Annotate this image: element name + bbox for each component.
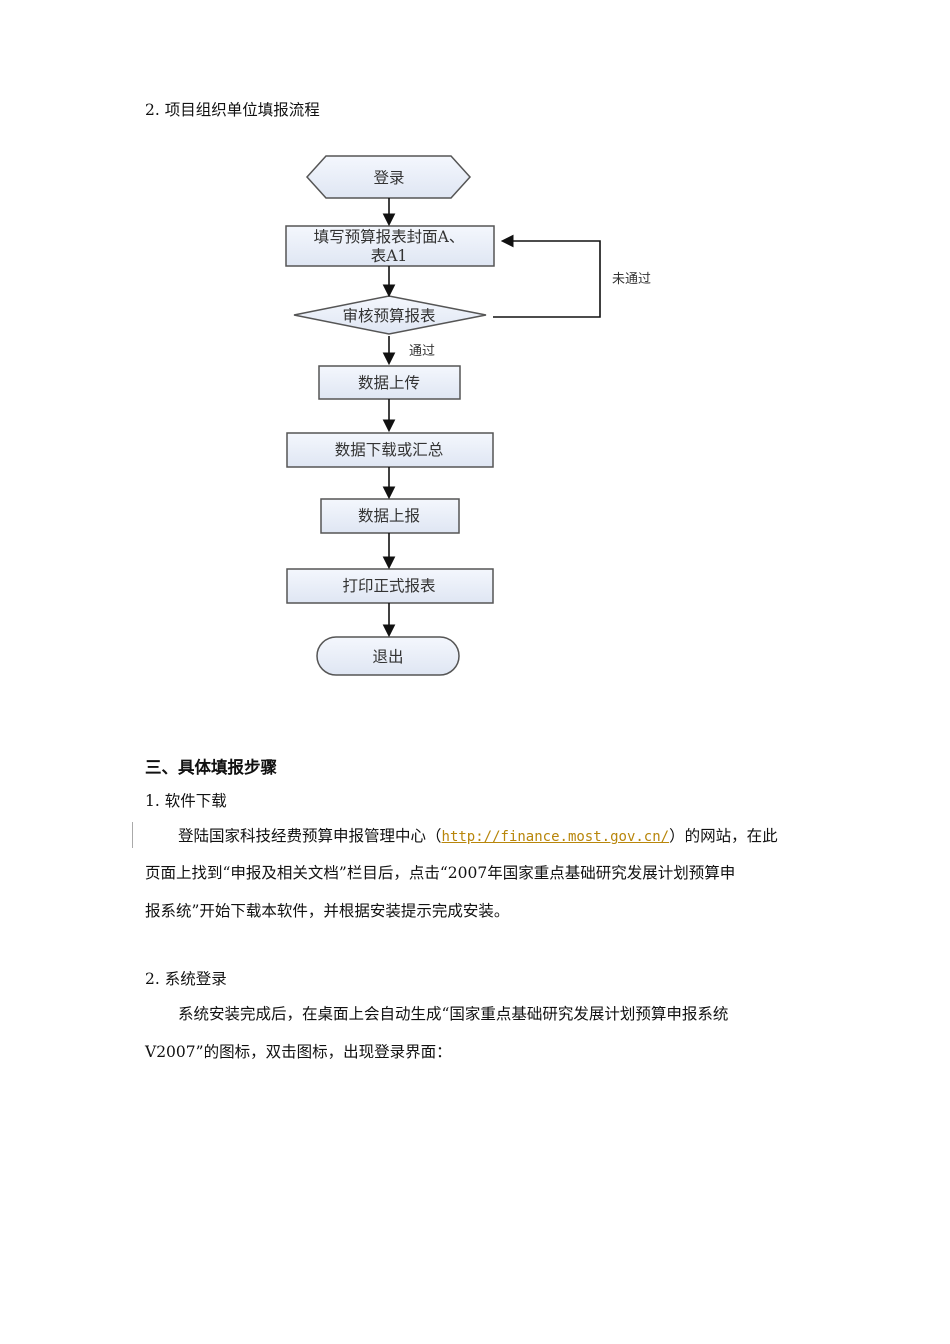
paragraph-line: 页面上找到“申报及相关文档”栏目后，点击“2007年国家重点基础研究发展计划预算…	[145, 864, 736, 882]
section-heading: 三、具体填报步骤	[145, 758, 277, 777]
pass-label: 通过	[409, 344, 435, 359]
paragraph-line: 系统安装完成后，在桌面上会自动生成“国家重点基础研究发展计划预算申报系统	[178, 1005, 729, 1023]
website-link[interactable]: http://finance.most.gov.cn/	[441, 829, 670, 845]
exit-label: 退出	[372, 648, 403, 666]
text: ）的网站，在此	[669, 827, 778, 845]
upload-label: 数据上传	[358, 374, 420, 392]
start-label: 登录	[373, 169, 404, 187]
download-label: 数据下载或汇总	[335, 441, 444, 459]
text: 登陆国家科技经费预算申报管理中心（	[178, 827, 442, 845]
margin-marker	[132, 822, 133, 848]
paragraph-line: 登陆国家科技经费预算申报管理中心（http://finance.most.gov…	[178, 826, 778, 847]
paragraph-line: V2007”的图标，双击图标，出现登录界面：	[145, 1043, 452, 1061]
fill-label-2: 表A1	[371, 247, 408, 265]
fail-label: 未通过	[612, 272, 651, 287]
print-node	[286, 568, 494, 604]
step-title: 1. 软件下载	[145, 792, 227, 810]
upload-node	[318, 365, 461, 400]
loop-arrow	[493, 234, 601, 318]
print-label: 打印正式报表	[342, 577, 435, 595]
flowchart: 登录 填写预算报表封面A、 表A1 审核预算报表 未通过 通过 数据上传 数据下…	[285, 155, 651, 676]
section-heading: 2. 项目组织单位填报流程	[145, 101, 320, 119]
download-node	[286, 432, 494, 468]
paragraph-line: 报系统”开始下载本软件，并根据安装提示完成安装。	[145, 902, 510, 920]
step-title: 2. 系统登录	[145, 970, 227, 988]
fill-label-1: 填写预算报表封面A、	[314, 227, 465, 246]
fill-node	[285, 225, 495, 267]
review-label: 审核预算报表	[342, 306, 435, 325]
review-node	[293, 295, 487, 335]
start-node	[305, 155, 472, 199]
report-label: 数据上报	[358, 507, 420, 525]
